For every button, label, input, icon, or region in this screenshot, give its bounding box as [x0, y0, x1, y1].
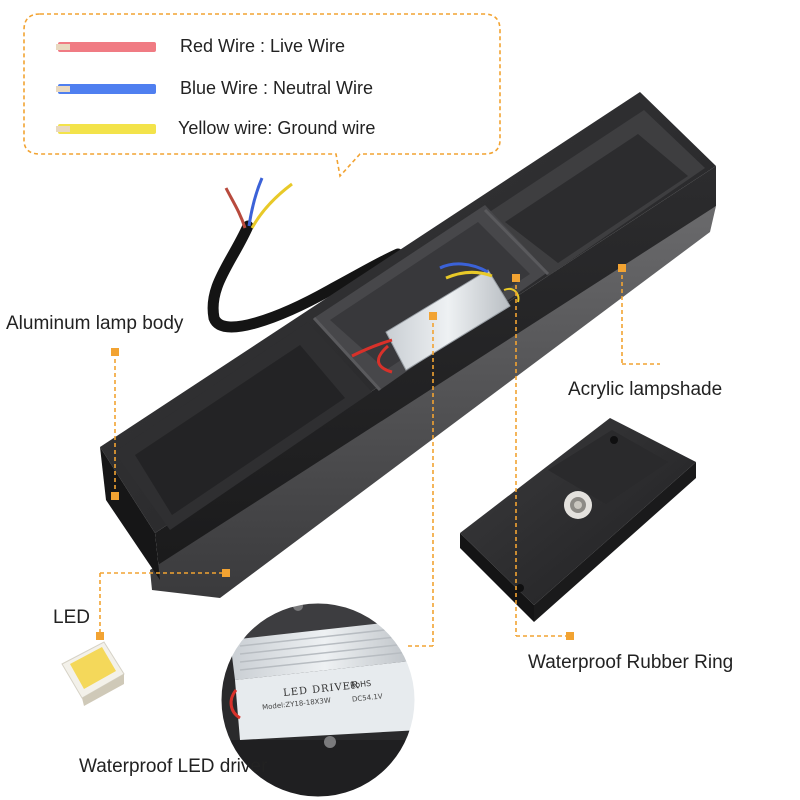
- legend-yellow-label: Yellow wire: Ground wire: [178, 118, 376, 138]
- legend-blue-label: Blue Wire : Neutral Wire: [180, 78, 374, 98]
- callout-markers: [96, 264, 626, 640]
- callout-led-driver: Waterproof LED driver: [79, 756, 268, 777]
- callout-led: LED: [53, 607, 90, 628]
- rubber-ring: [564, 491, 592, 519]
- legend-red-label: Red Wire : Live Wire: [180, 36, 346, 56]
- callout-lines: [99, 268, 660, 647]
- led-chip: [61, 641, 125, 706]
- wire-legend: [23, 13, 501, 178]
- callout-lamp-body: Aluminum lamp body: [6, 313, 184, 334]
- mounting-plate: [460, 418, 696, 622]
- red-wire-swatch: [56, 42, 156, 52]
- blue-wire-swatch: [56, 84, 156, 94]
- callout-acrylic-lampshade: Acrylic lampshade: [568, 379, 723, 400]
- power-cable: [207, 177, 404, 333]
- led-driver-in-body: [351, 262, 520, 374]
- yellow-wire-swatch: [56, 124, 156, 134]
- callout-rubber-ring: Waterproof Rubber Ring: [528, 652, 734, 673]
